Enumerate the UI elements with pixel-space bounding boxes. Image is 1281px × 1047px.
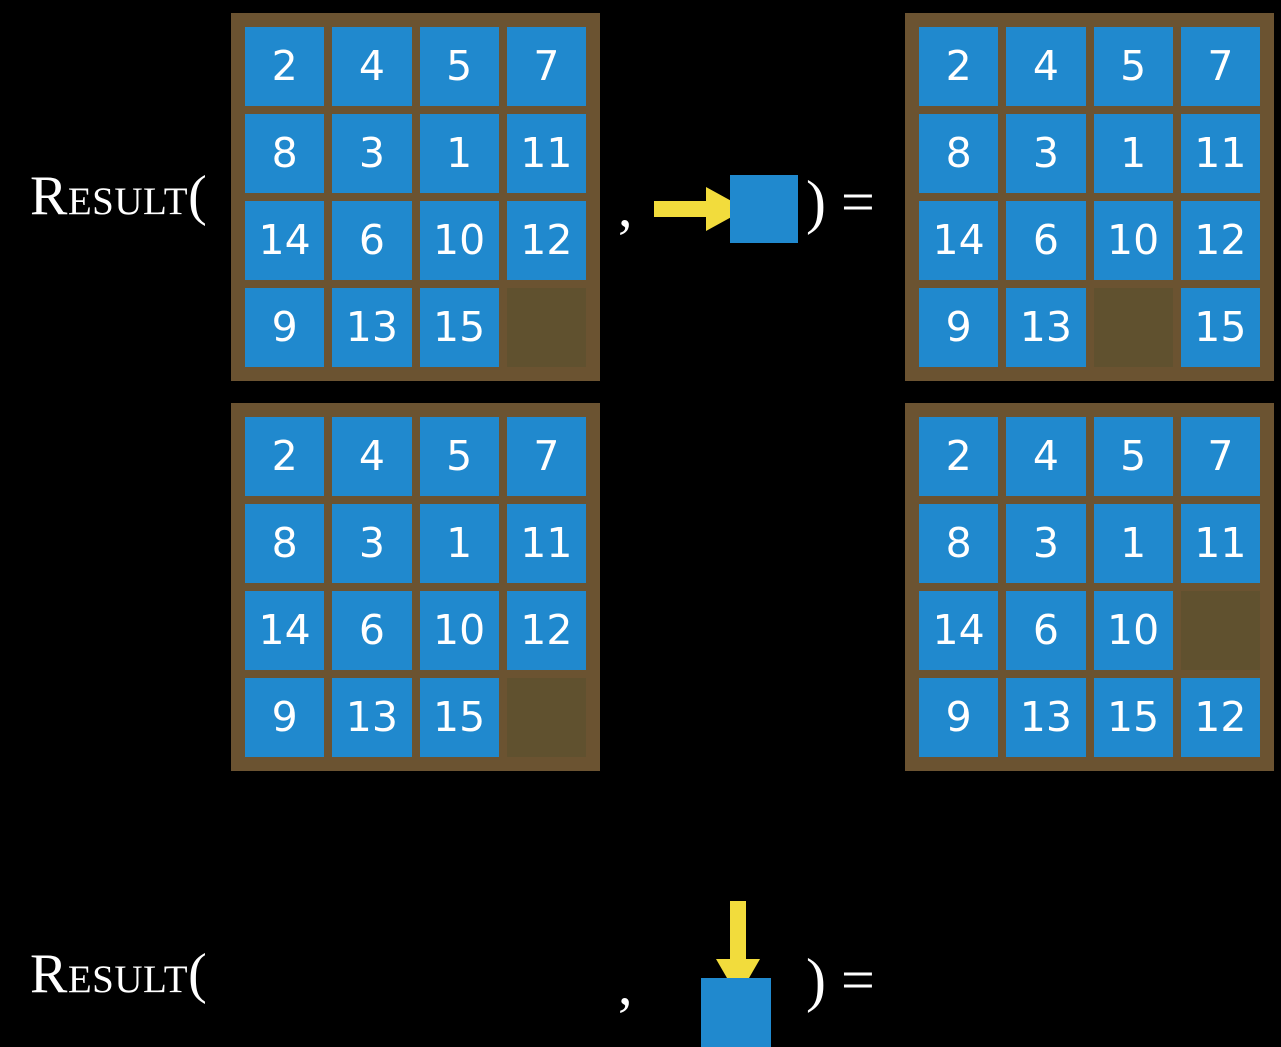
puzzle-tile[interactable]: 13 bbox=[332, 678, 412, 757]
puzzle-tile[interactable]: 2 bbox=[919, 417, 999, 496]
puzzle-tile[interactable]: 13 bbox=[1006, 288, 1086, 367]
puzzle-tile[interactable]: 15 bbox=[1180, 288, 1260, 367]
arrow-right-icon bbox=[654, 185, 746, 233]
puzzle-tile[interactable]: 4 bbox=[332, 27, 412, 106]
close-paren-equals-row-2: ) = bbox=[806, 947, 875, 1013]
puzzle-tile[interactable]: 10 bbox=[419, 591, 499, 670]
puzzle-tile[interactable]: 1 bbox=[419, 504, 499, 583]
puzzle-tile[interactable]: 13 bbox=[332, 288, 412, 367]
puzzle-tile[interactable]: 3 bbox=[332, 504, 412, 583]
puzzle-tile[interactable]: 4 bbox=[1006, 27, 1086, 106]
puzzle-tile[interactable]: 7 bbox=[506, 417, 586, 496]
puzzle-tile[interactable]: 7 bbox=[506, 27, 586, 106]
puzzle-tile[interactable]: 5 bbox=[1093, 27, 1173, 106]
puzzle-tile[interactable]: 8 bbox=[919, 114, 999, 193]
blank-tile-operand-row-2 bbox=[701, 978, 771, 1047]
puzzle-tile[interactable]: 6 bbox=[332, 201, 412, 280]
close-paren-equals-row-1: ) = bbox=[806, 169, 875, 235]
puzzle-tile[interactable]: 10 bbox=[419, 201, 499, 280]
puzzle-tile[interactable]: 12 bbox=[1180, 201, 1260, 280]
puzzle-tile[interactable]: 3 bbox=[1006, 114, 1086, 193]
puzzle-tile[interactable]: 14 bbox=[245, 591, 325, 670]
puzzle-tile[interactable]: 13 bbox=[1006, 678, 1086, 757]
puzzle-tile[interactable]: 1 bbox=[1093, 114, 1173, 193]
puzzle-tile[interactable]: 10 bbox=[1093, 591, 1173, 670]
puzzle-tile[interactable]: 8 bbox=[245, 504, 325, 583]
puzzle-tile[interactable]: 15 bbox=[1093, 678, 1173, 757]
argument-separator-comma: , bbox=[618, 174, 633, 239]
puzzle-tile[interactable]: 5 bbox=[419, 27, 499, 106]
puzzle-tile[interactable]: 6 bbox=[1006, 201, 1086, 280]
puzzle-tile[interactable]: 6 bbox=[332, 591, 412, 670]
puzzle-tile[interactable]: 9 bbox=[919, 288, 999, 367]
puzzle-tile[interactable]: 1 bbox=[419, 114, 499, 193]
puzzle-tile[interactable]: 9 bbox=[245, 288, 325, 367]
argument-separator-comma: , bbox=[618, 952, 633, 1017]
puzzle-tile[interactable]: 7 bbox=[1180, 27, 1260, 106]
puzzle-tile[interactable]: 4 bbox=[1006, 417, 1086, 496]
puzzle-tile[interactable]: 15 bbox=[419, 678, 499, 757]
puzzle-tile[interactable]: 12 bbox=[506, 201, 586, 280]
puzzle-tile[interactable]: 9 bbox=[919, 678, 999, 757]
puzzle-tile[interactable]: 8 bbox=[919, 504, 999, 583]
puzzle-tile[interactable]: 5 bbox=[1093, 417, 1173, 496]
puzzle-tile[interactable]: 1 bbox=[1093, 504, 1173, 583]
puzzle-tile[interactable]: 7 bbox=[1180, 417, 1260, 496]
puzzle-blank-cell bbox=[1093, 288, 1173, 367]
puzzle-tile[interactable]: 11 bbox=[506, 504, 586, 583]
puzzle-tile[interactable]: 6 bbox=[1006, 591, 1086, 670]
puzzle-tile[interactable]: 10 bbox=[1093, 201, 1173, 280]
puzzle-tile[interactable]: 11 bbox=[506, 114, 586, 193]
blank-tile-operand-row-1 bbox=[730, 175, 798, 243]
puzzle-tile[interactable]: 14 bbox=[919, 591, 999, 670]
puzzle-tile[interactable]: 3 bbox=[332, 114, 412, 193]
puzzle-blank-cell bbox=[1180, 591, 1260, 670]
puzzle-tile[interactable]: 14 bbox=[919, 201, 999, 280]
puzzle-tile[interactable]: 3 bbox=[1006, 504, 1086, 583]
puzzle-blank-cell bbox=[506, 288, 586, 367]
puzzle-tile[interactable]: 9 bbox=[245, 678, 325, 757]
puzzle-tile[interactable]: 2 bbox=[245, 417, 325, 496]
puzzle-tile[interactable]: 12 bbox=[1180, 678, 1260, 757]
puzzle-tile[interactable]: 5 bbox=[419, 417, 499, 496]
puzzle-tile[interactable]: 15 bbox=[419, 288, 499, 367]
puzzle-tile[interactable]: 11 bbox=[1180, 504, 1260, 583]
puzzle-tile[interactable]: 8 bbox=[245, 114, 325, 193]
puzzle-tile[interactable]: 11 bbox=[1180, 114, 1260, 193]
puzzle-tile[interactable]: 14 bbox=[245, 201, 325, 280]
result-function-label: Result( bbox=[30, 165, 208, 227]
puzzle-tile[interactable]: 12 bbox=[506, 591, 586, 670]
puzzle-tile[interactable]: 2 bbox=[245, 27, 325, 106]
puzzle-blank-cell bbox=[506, 678, 586, 757]
result-function-label: Result( bbox=[30, 943, 208, 1005]
puzzle-tile[interactable]: 2 bbox=[919, 27, 999, 106]
puzzle-tile[interactable]: 4 bbox=[332, 417, 412, 496]
